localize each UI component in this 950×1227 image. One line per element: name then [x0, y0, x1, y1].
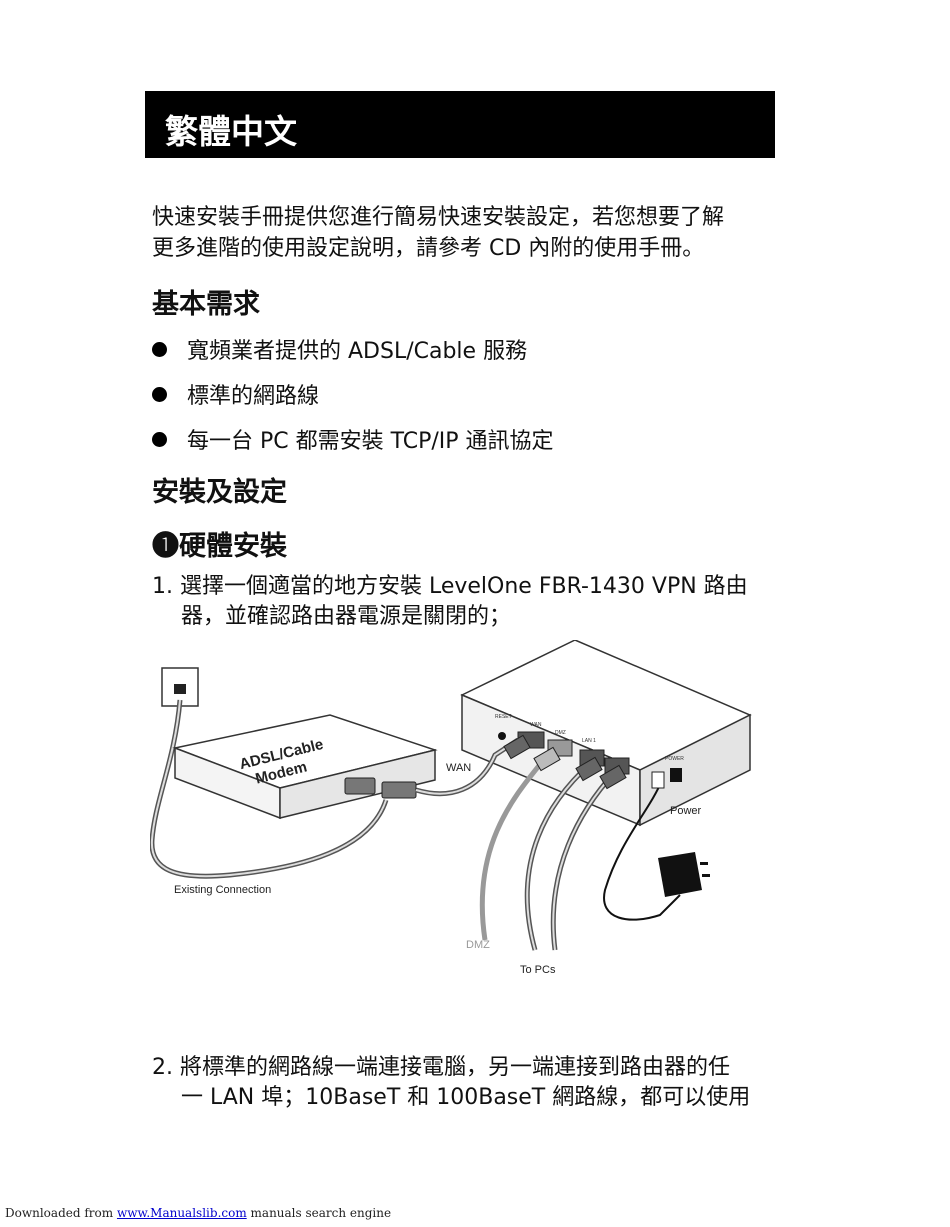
requirement-text: 寬頻業者提供的 ADSL/Cable 服務 [187, 339, 528, 364]
port-label-dmz: DMZ [555, 730, 566, 736]
dmz-label: DMZ [466, 939, 490, 951]
dmz-connector [533, 746, 561, 772]
footer: Downloaded from www.Manualslib.com manua… [5, 1206, 391, 1220]
lan-connector-2 [599, 764, 627, 790]
modem-connector-2 [381, 781, 417, 799]
existing-connection-label: Existing Connection [174, 884, 271, 896]
intro-paragraph: 快速安裝手冊提供您進行簡易快速安裝設定，若您想要了解 更多進階的使用設定說明，請… [152, 202, 724, 264]
port-label-power: POWER [665, 756, 684, 762]
step-1: 1. 選擇一個適當的地方安裝 LevelOne FBR-1430 VPN 路由 … [152, 572, 748, 632]
power-adapter [658, 852, 702, 897]
wan-cable-highlight [415, 739, 519, 795]
step-2-line-1: 2. 將標準的網路線一端連接電腦，另一端連接到路由器的任 [152, 1055, 730, 1080]
existing-cable-highlight [150, 699, 387, 878]
wan-label: WAN [446, 762, 471, 774]
adapter-prong-1 [700, 862, 708, 865]
step-2-line-2: 一 LAN 埠；10BaseT 和 100BaseT 網路線，都可以使用 [181, 1085, 751, 1110]
requirement-text: 每一台 PC 都需安裝 TCP/IP 通訊協定 [187, 429, 554, 454]
lan-cable-2-highlight [552, 771, 616, 951]
bullet-icon [152, 386, 167, 402]
modem-connector-1 [344, 777, 376, 795]
language-banner: 繁體中文 [145, 91, 775, 158]
manualslib-link[interactable]: www.Manualslib.com [116, 1206, 247, 1220]
port-label-lan: LAN 1 [582, 738, 596, 744]
hardware-heading: ❶硬體安裝 [152, 531, 287, 562]
requirement-text: 標準的網路線 [187, 384, 320, 409]
power-cable [603, 779, 681, 921]
footer-suffix: manuals search engine [250, 1206, 392, 1220]
banner-title: 繁體中文 [165, 112, 297, 151]
step-1-line-1: 1. 選擇一個適當的地方安裝 LevelOne FBR-1430 VPN 路由 [152, 574, 748, 599]
installation-diagram: ADSL/Cable Modem RESET WAN DMZ LAN 1 POW… [150, 640, 752, 976]
install-heading: 安裝及設定 [152, 477, 287, 508]
step-1-line-2: 器，並確認路由器電源是關閉的； [181, 604, 512, 629]
adapter-prong-2 [702, 874, 710, 877]
bullet-icon [152, 431, 167, 447]
to-pcs-label: To PCs [520, 964, 556, 976]
power-label: Power [670, 805, 702, 817]
port-label-wan: WAN [530, 722, 542, 728]
lan-cable-1-highlight [526, 763, 591, 951]
requirement-item: 寬頻業者提供的 ADSL/Cable 服務 [152, 333, 527, 365]
router-side [639, 713, 751, 827]
requirements-heading: 基本需求 [152, 289, 260, 320]
step-2: 2. 將標準的網路線一端連接電腦，另一端連接到路由器的任 一 LAN 埠；10B… [152, 1053, 750, 1113]
intro-line-1: 快速安裝手冊提供您進行簡易快速安裝設定，若您想要了解 [152, 205, 725, 230]
intro-line-2: 更多進階的使用設定說明，請參考 CD 內附的使用手冊。 [152, 236, 705, 261]
port-label-reset: RESET [495, 714, 512, 720]
power-plug [651, 771, 665, 789]
reset-button [498, 732, 506, 740]
power-jack [670, 768, 682, 782]
bullet-icon [152, 341, 167, 357]
wall-jack-port [174, 684, 186, 694]
requirement-item: 每一台 PC 都需安裝 TCP/IP 通訊協定 [152, 423, 554, 455]
wan-connector [503, 734, 531, 760]
requirement-item: 標準的網路線 [152, 378, 319, 410]
lan-connector-1 [575, 756, 603, 782]
footer-prefix: Downloaded from [5, 1206, 114, 1220]
